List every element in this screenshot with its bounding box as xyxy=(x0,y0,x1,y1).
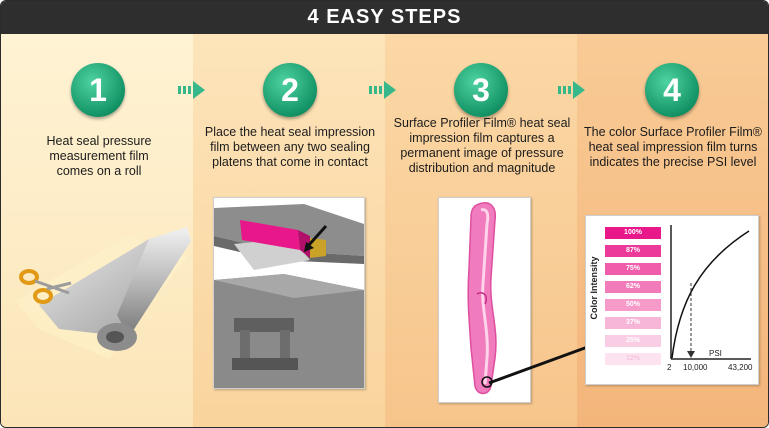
next-arrow-icon xyxy=(558,81,585,99)
step-4-text: The color Surface Profiler Film® heat se… xyxy=(583,125,762,169)
scale-chip: 25% xyxy=(605,335,661,347)
step-4-number: 4 xyxy=(645,63,699,117)
next-arrow-icon xyxy=(178,81,205,99)
step-2-number: 2 xyxy=(263,63,317,117)
next-arrow-icon xyxy=(369,81,396,99)
step-3-number: 3 xyxy=(454,63,508,117)
scale-chip: 75% xyxy=(605,263,661,275)
chart-y-label: Color Intensity xyxy=(589,256,599,320)
platen-illustration xyxy=(214,198,364,388)
x-tick-label: 2 xyxy=(667,363,672,372)
page-title: 4 EASY STEPS xyxy=(1,1,768,34)
scale-chip: 100% xyxy=(605,227,661,239)
x-tick-label: 10,000 xyxy=(683,363,708,372)
step-2-text: Place the heat seal impression film betw… xyxy=(204,125,376,169)
scale-chip: 12% xyxy=(605,353,661,365)
film-roll-illustration xyxy=(15,227,191,359)
scale-chip: 37% xyxy=(605,317,661,329)
scale-chip: 50% xyxy=(605,299,661,311)
step-3-text: Surface Profiler Film® heat seal impress… xyxy=(393,116,571,175)
scissors-icon xyxy=(19,269,72,304)
step-1-number: 1 xyxy=(71,63,125,117)
platen-illustration-frame xyxy=(213,197,365,389)
psi-curve-plot xyxy=(670,225,751,360)
scale-chip: 62% xyxy=(605,281,661,293)
x-tick-label: 43,200 xyxy=(728,363,753,372)
chart-x-label: PSI xyxy=(709,349,722,358)
impression-film-image xyxy=(467,202,497,395)
scale-chip: 87% xyxy=(605,245,661,257)
step-1-text: Heat seal pressure measurement film come… xyxy=(46,134,152,178)
impression-film-frame xyxy=(438,197,531,403)
